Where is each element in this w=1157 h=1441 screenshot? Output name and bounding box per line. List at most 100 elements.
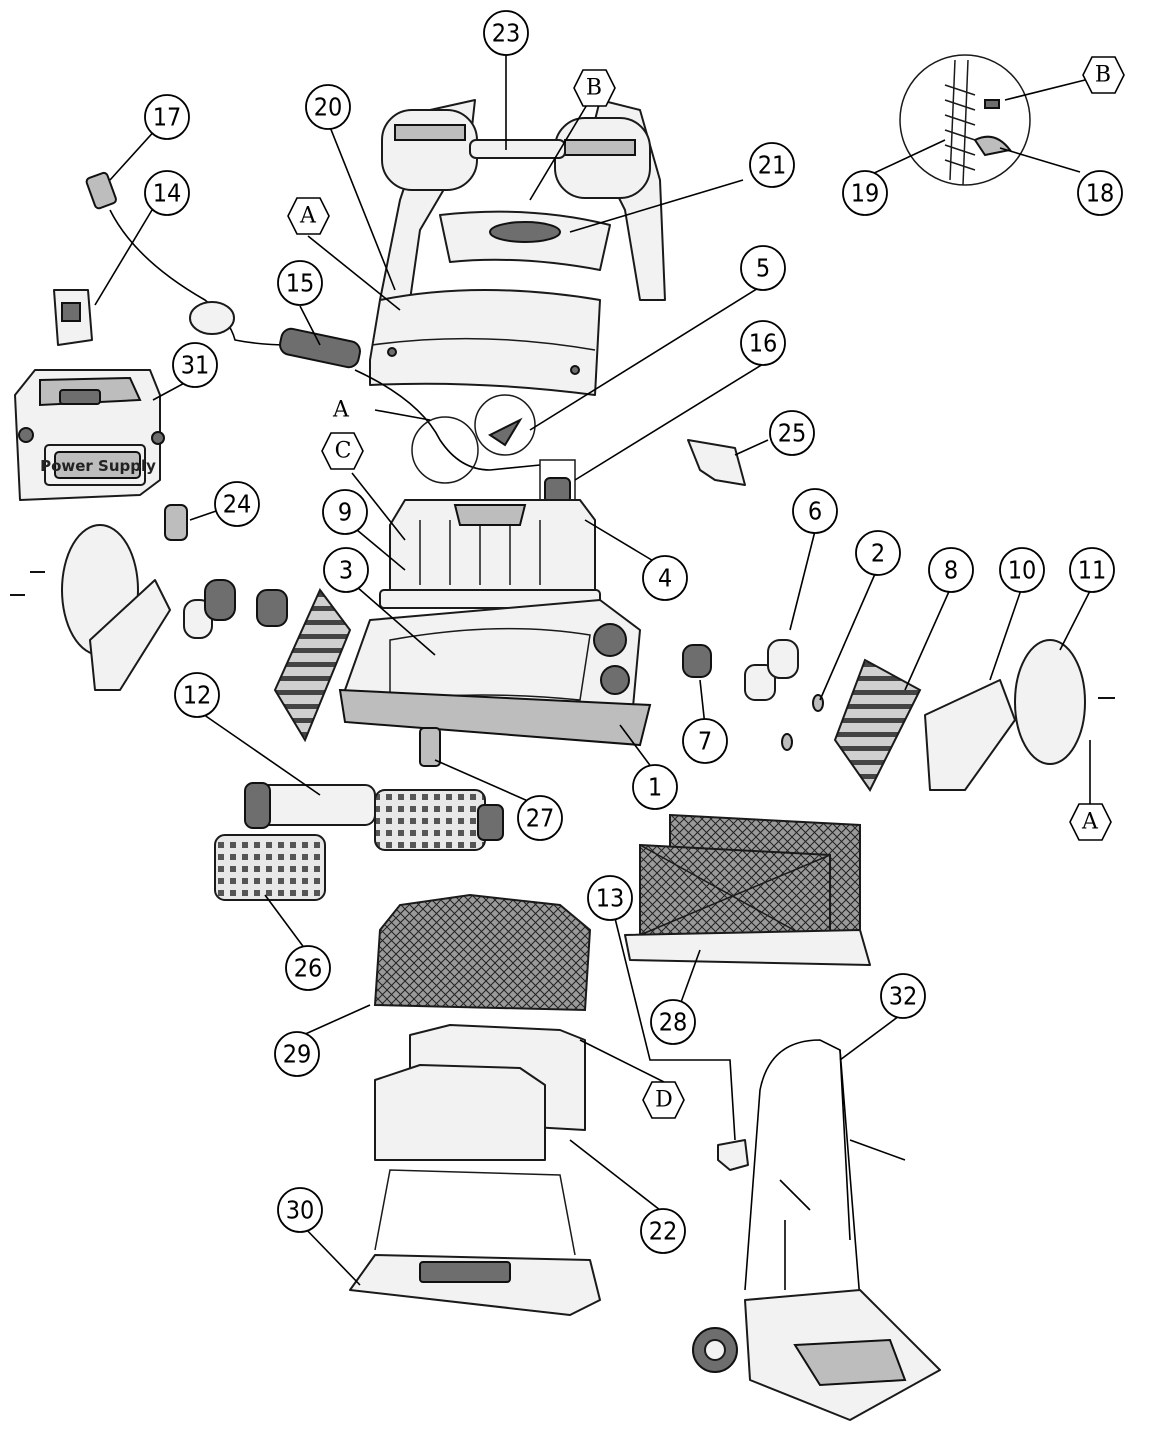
svg-text:B: B <box>586 76 602 101</box>
filter-panels <box>624 813 871 966</box>
bottom-lid <box>349 1169 601 1316</box>
svg-text:10: 10 <box>1008 556 1037 585</box>
callout-19: 19 <box>842 170 888 216</box>
reference-letters: B B A A C A D <box>287 56 1125 1119</box>
svg-text:16: 16 <box>749 329 778 358</box>
svg-text:23: 23 <box>492 19 521 48</box>
svg-text:5: 5 <box>756 254 770 283</box>
callout-17: 17 <box>144 94 190 140</box>
callout-15: 15 <box>277 260 323 306</box>
svg-text:31: 31 <box>181 351 210 380</box>
svg-text:26: 26 <box>294 954 323 983</box>
svg-text:C: C <box>335 439 352 464</box>
leader-lines <box>94 48 1093 1286</box>
svg-text:9: 9 <box>338 498 352 527</box>
callout-13: 13 <box>587 875 633 921</box>
ref-c: C <box>321 432 364 470</box>
svg-text:A: A <box>1081 810 1099 835</box>
svg-text:29: 29 <box>283 1040 312 1069</box>
svg-text:3: 3 <box>339 556 353 585</box>
svg-text:21: 21 <box>758 151 787 180</box>
callout-26: 26 <box>285 945 331 991</box>
cable-clip <box>687 439 746 486</box>
callout-6: 6 <box>792 488 838 534</box>
ref-b-detail: B <box>1082 56 1125 94</box>
svg-text:A: A <box>299 204 317 229</box>
callout-30: 30 <box>277 1187 323 1233</box>
power-supply-label: Power Supply <box>40 457 156 475</box>
svg-text:13: 13 <box>596 884 625 913</box>
callout-23: 23 <box>483 10 529 56</box>
svg-text:8: 8 <box>944 556 958 585</box>
callout-4: 4 <box>642 555 688 601</box>
callout-18: 18 <box>1077 170 1123 216</box>
remote-control <box>164 504 188 541</box>
svg-text:D: D <box>655 1088 673 1113</box>
callout-27: 27 <box>517 795 563 841</box>
callout-16: 16 <box>740 320 786 366</box>
svg-text:2: 2 <box>871 539 885 568</box>
part-drawings: Power Supply <box>10 54 1115 1421</box>
callout-7: 7 <box>682 718 728 764</box>
ref-a-top: A <box>287 197 330 235</box>
svg-text:6: 6 <box>808 497 822 526</box>
svg-text:1: 1 <box>648 773 662 802</box>
callout-24: 24 <box>214 481 260 527</box>
svg-text:24: 24 <box>223 490 252 519</box>
top-handle-assembly <box>369 99 666 396</box>
detail-b-inset <box>899 54 1031 186</box>
cable-assembly <box>53 171 541 471</box>
svg-text:11: 11 <box>1078 556 1107 585</box>
svg-text:30: 30 <box>286 1196 315 1225</box>
svg-text:A: A <box>332 398 350 423</box>
callout-3: 3 <box>323 547 369 593</box>
svg-text:22: 22 <box>649 1217 678 1246</box>
brush-roller <box>214 727 504 901</box>
ref-a-cable: A <box>332 398 350 423</box>
callouts: 23 20 17 21 14 15 5 16 31 25 24 9 6 2 3 … <box>144 10 1123 1254</box>
filter-bag <box>374 1024 586 1161</box>
callout-9: 9 <box>322 489 368 535</box>
svg-text:B: B <box>1095 63 1111 88</box>
svg-text:19: 19 <box>851 179 880 208</box>
callout-22: 22 <box>640 1208 686 1254</box>
motor-unit <box>379 499 601 609</box>
callout-20: 20 <box>305 84 351 130</box>
ref-a-right: A <box>1069 803 1112 841</box>
callout-2: 2 <box>855 530 901 576</box>
svg-text:17: 17 <box>153 103 182 132</box>
callout-32: 32 <box>880 973 926 1019</box>
lid-clip <box>717 1139 749 1171</box>
callout-25: 25 <box>769 410 815 456</box>
left-side-components <box>10 524 352 743</box>
svg-text:32: 32 <box>889 982 918 1011</box>
callout-11: 11 <box>1069 547 1115 593</box>
power-supply-unit: Power Supply <box>14 369 165 501</box>
svg-text:27: 27 <box>526 804 555 833</box>
callout-1: 1 <box>632 764 678 810</box>
callout-8: 8 <box>928 547 974 593</box>
svg-text:28: 28 <box>659 1008 688 1037</box>
impeller-detail <box>411 394 576 516</box>
callout-14: 14 <box>144 170 190 216</box>
ref-b-top: B <box>573 69 616 107</box>
callout-31: 31 <box>172 342 218 388</box>
filter-basket <box>373 893 592 1012</box>
svg-text:7: 7 <box>698 727 712 756</box>
svg-text:14: 14 <box>153 179 182 208</box>
svg-text:4: 4 <box>658 564 672 593</box>
right-side-components <box>682 639 1115 792</box>
svg-text:25: 25 <box>778 419 807 448</box>
callout-10: 10 <box>999 547 1045 593</box>
callout-28: 28 <box>650 999 696 1045</box>
callout-29: 29 <box>274 1031 320 1077</box>
callout-21: 21 <box>749 142 795 188</box>
svg-text:20: 20 <box>314 93 343 122</box>
ref-d: D <box>642 1081 685 1119</box>
svg-text:15: 15 <box>286 269 315 298</box>
svg-text:18: 18 <box>1086 179 1115 208</box>
chassis <box>338 599 652 747</box>
callout-12: 12 <box>174 672 220 718</box>
svg-text:12: 12 <box>183 681 212 710</box>
